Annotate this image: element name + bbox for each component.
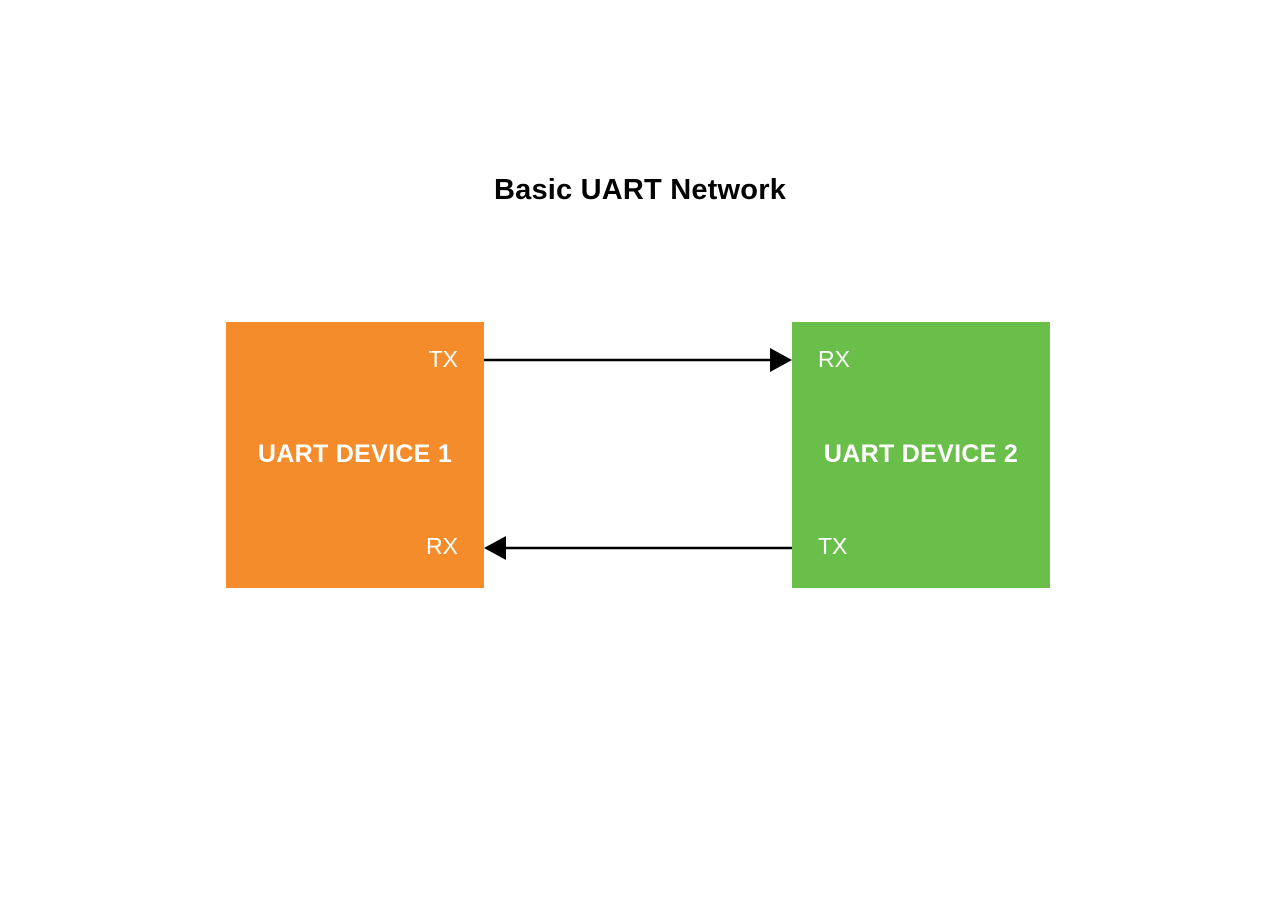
device-1-rx-pin-label: RX bbox=[426, 533, 458, 559]
diagram-title: Basic UART Network bbox=[493, 174, 787, 206]
arrowhead-right-icon bbox=[770, 348, 792, 372]
tx-to-rx-connection-return bbox=[484, 536, 792, 560]
device-2-rx-pin-label: RX bbox=[818, 346, 850, 372]
tx-to-rx-connection bbox=[484, 348, 792, 372]
device-1-tx-pin-label: TX bbox=[428, 346, 458, 372]
device-1-name: UART DEVICE 1 bbox=[257, 440, 453, 468]
uart-device-2-box: RX UART DEVICE 2 TX bbox=[792, 322, 1050, 588]
arrowhead-left-icon bbox=[484, 536, 506, 560]
device-2-tx-pin-label: TX bbox=[818, 533, 848, 559]
device-2-name: UART DEVICE 2 bbox=[823, 440, 1019, 468]
uart-device-1-box: TX UART DEVICE 1 RX bbox=[226, 322, 484, 588]
